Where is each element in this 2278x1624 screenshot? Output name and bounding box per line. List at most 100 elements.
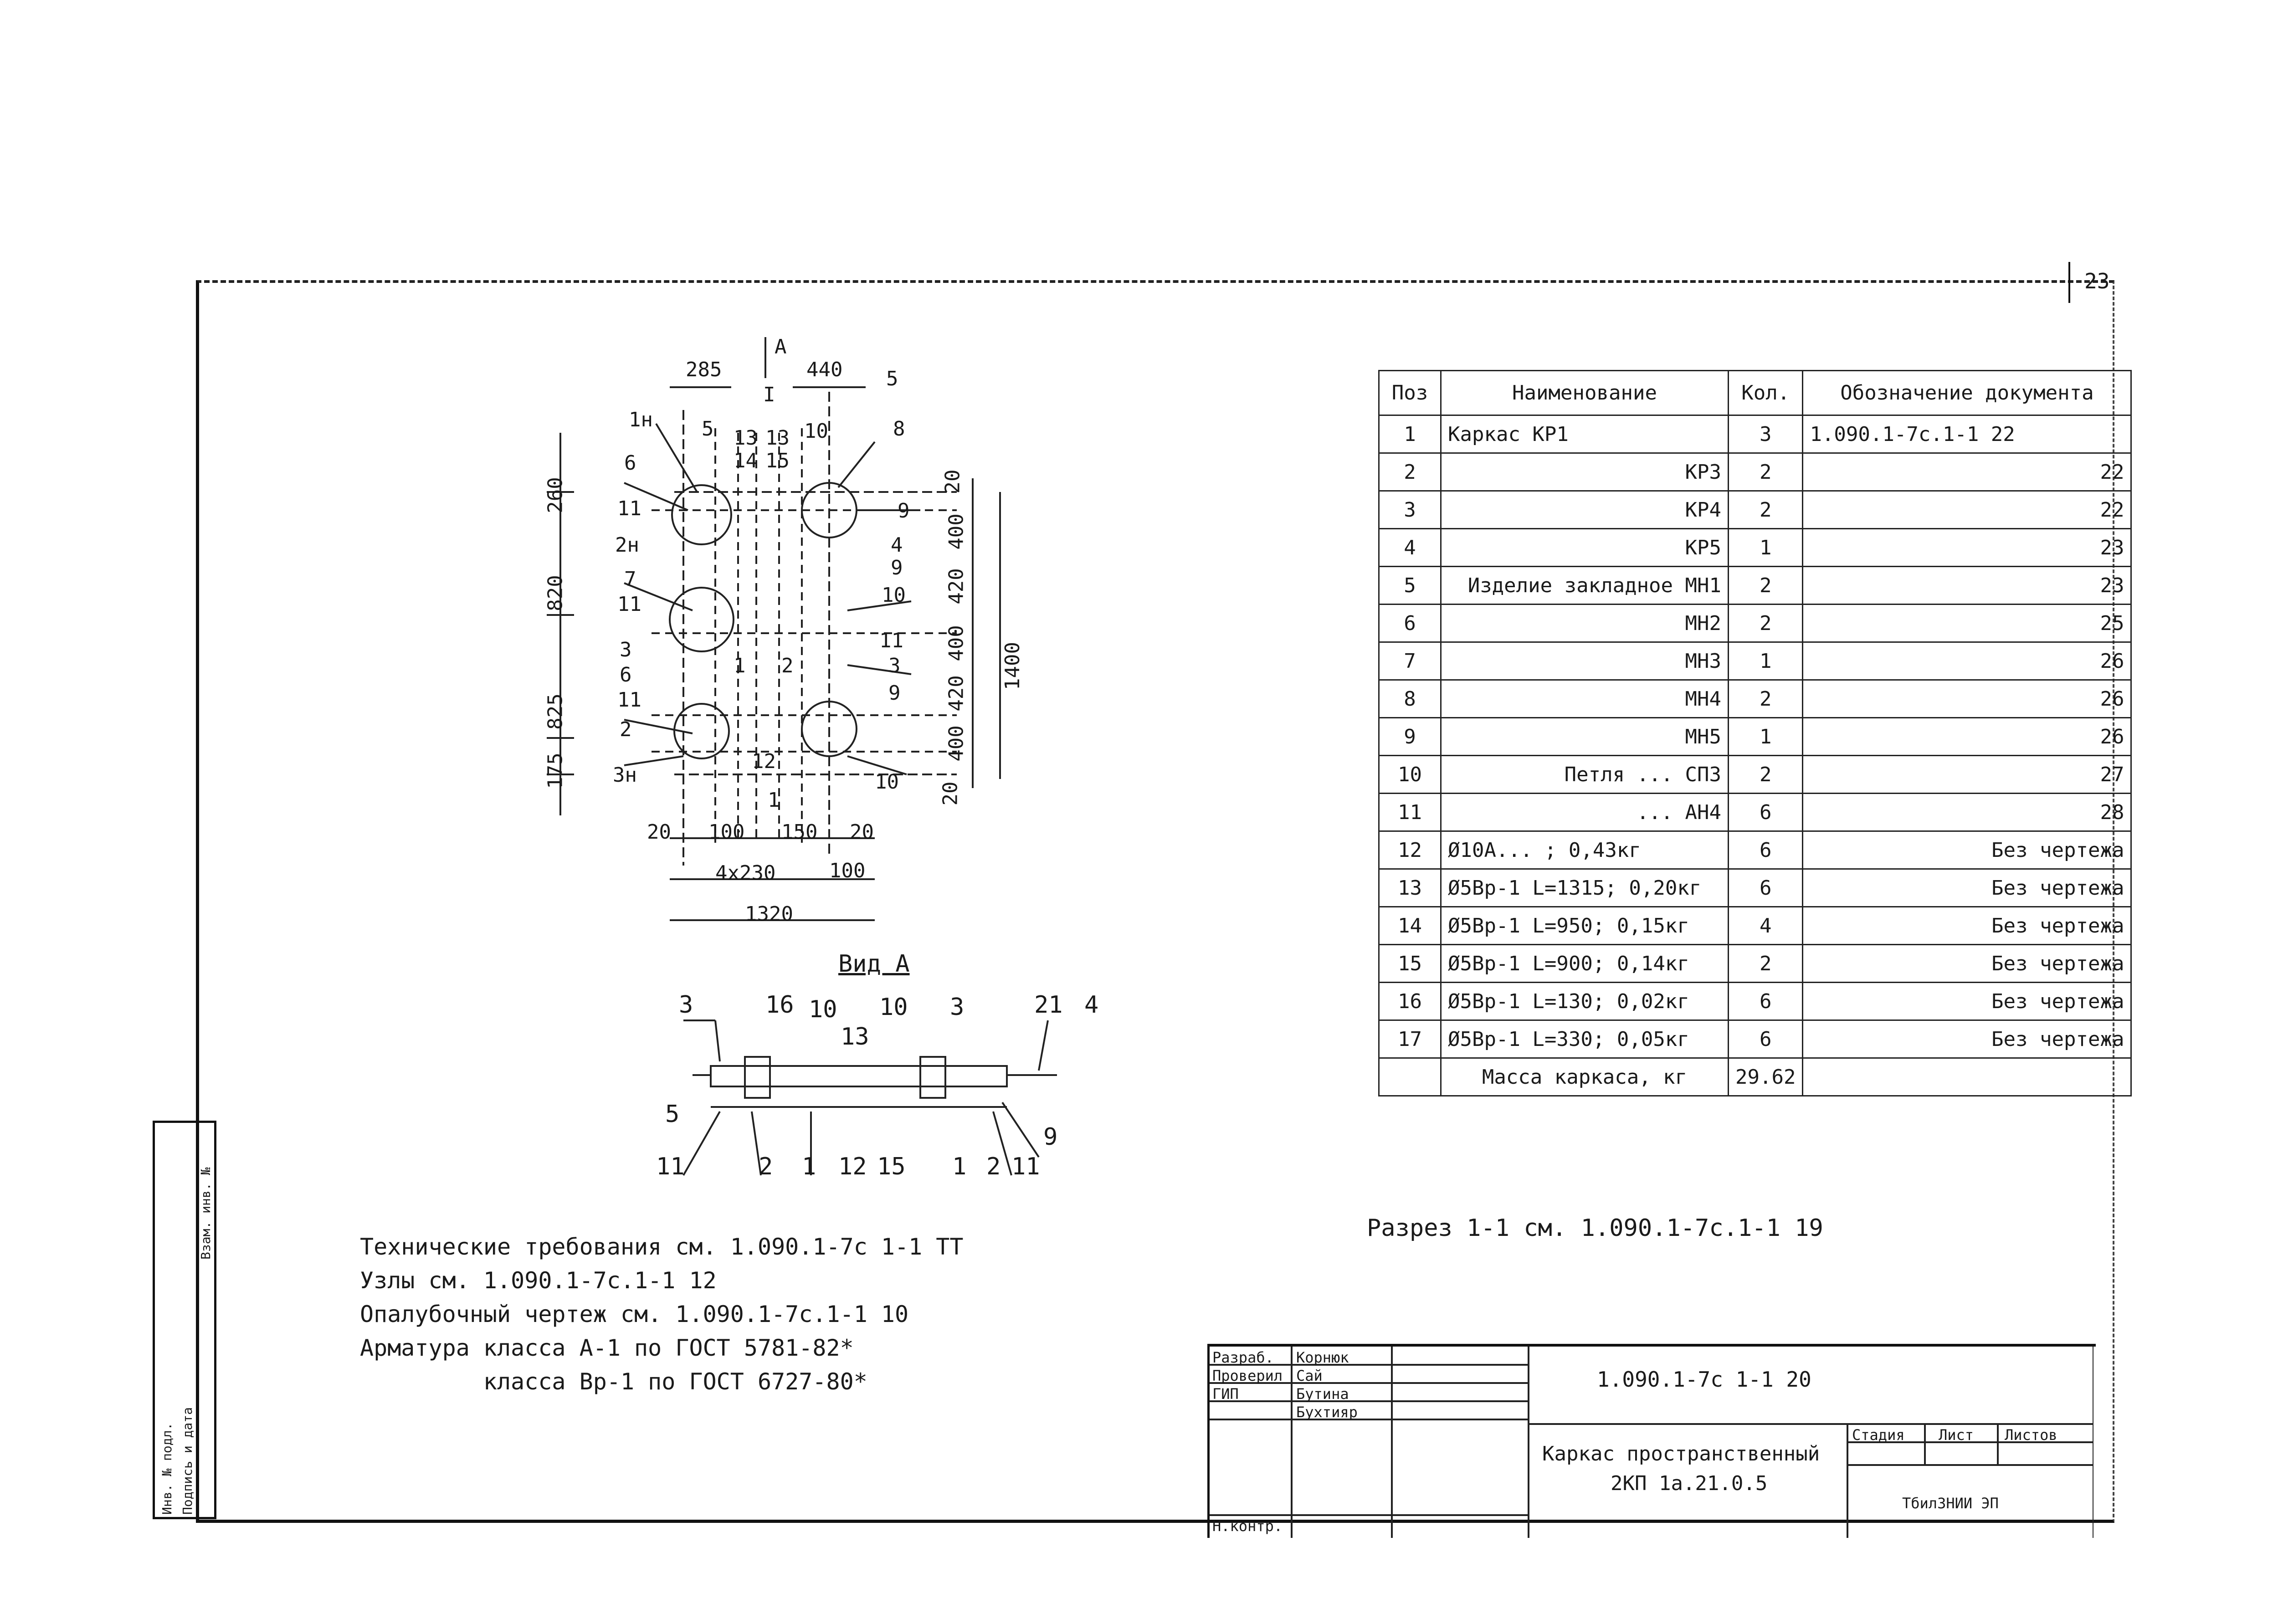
row-name: Петля ... СП3 — [1440, 755, 1729, 794]
row-doc: Без чертежа — [1802, 944, 2132, 983]
role-checker: Проверил — [1212, 1367, 1283, 1384]
row-pos: 2 — [1378, 452, 1442, 492]
row-qty: 1 — [1727, 641, 1804, 681]
view-callout-11b: 11 — [1011, 1153, 1040, 1180]
name-gip: Бутина — [1296, 1385, 1349, 1403]
row-doc: Без чертежа — [1802, 868, 2132, 907]
callout-3r: 3 — [888, 654, 901, 677]
row-qty: 2 — [1727, 944, 1804, 983]
callout-9b: 9 — [891, 556, 903, 579]
row-qty: 6 — [1727, 793, 1804, 832]
note-line: Арматура класса А-1 по ГОСТ 5781-82* — [360, 1335, 854, 1361]
callout-9c: 9 — [888, 681, 901, 705]
callout-11: 11 — [617, 497, 641, 520]
callout-9: 9 — [898, 499, 910, 523]
view-callout-13: 13 — [841, 1023, 869, 1050]
callout-5-top: 5 — [886, 367, 898, 390]
row-qty: 2 — [1727, 604, 1804, 643]
view-a-title: Вид А — [838, 950, 910, 978]
mark-a: A — [775, 335, 787, 359]
row-doc: 28 — [1802, 793, 2132, 832]
row-qty: 2 — [1727, 490, 1804, 529]
dim-825: 825 — [544, 693, 567, 730]
row-pos: 14 — [1378, 906, 1442, 945]
view-callout-1b: 1 — [952, 1153, 967, 1180]
view-callout-1a: 1 — [802, 1153, 816, 1180]
row-name: МН3 — [1440, 641, 1729, 681]
callout-2-inner: 2 — [781, 654, 794, 677]
row-doc: 26 — [1802, 641, 2132, 681]
view-callout-11a: 11 — [656, 1153, 685, 1180]
cut-mark-1: I — [763, 383, 775, 406]
side-label-replace: Взам. инв. № — [198, 1167, 213, 1260]
row-pos: 13 — [1378, 868, 1442, 907]
sheet-number-divider — [2068, 262, 2070, 303]
row-qty: 1 — [1727, 528, 1804, 567]
name-extra: Бухтияр — [1296, 1404, 1358, 1421]
header-qty: Кол. — [1727, 370, 1804, 416]
row-pos: 10 — [1378, 755, 1442, 794]
callout-1-inner: 1 — [734, 654, 746, 677]
row-name: Ø5Вр-1 L=130; 0,02кг — [1440, 982, 1729, 1021]
view-callout-10b: 10 — [879, 994, 908, 1021]
dim-820: 820 — [544, 575, 567, 611]
title-block: Разраб. Проверил ГИП Н.контр. Корнюк Сай… — [1207, 1344, 2096, 1538]
callout-5: 5 — [702, 417, 714, 441]
dim-right-400a: 400 — [944, 513, 968, 550]
row-name: КР5 — [1440, 528, 1729, 567]
view-callout-10a: 10 — [809, 996, 837, 1023]
view-callout-2b: 2 — [986, 1153, 1001, 1180]
row-name: Ø5Вр-1 L=900; 0,14кг — [1440, 944, 1729, 983]
row-pos: 9 — [1378, 717, 1442, 756]
dim-right-420a: 420 — [944, 568, 968, 605]
row-pos: 11 — [1378, 793, 1442, 832]
row-pos: 4 — [1378, 528, 1442, 567]
dim-285: 285 — [686, 358, 722, 381]
callout-15: 15 — [765, 449, 790, 472]
dim-100b: 100 — [829, 859, 866, 882]
row-name: ... АН4 — [1440, 793, 1729, 832]
view-callout-2a: 2 — [759, 1153, 773, 1180]
callout-14: 14 — [734, 449, 758, 472]
row-qty: 1 — [1727, 717, 1804, 756]
dim-175: 175 — [544, 753, 567, 789]
view-callout-9: 9 — [1043, 1123, 1058, 1151]
row-pos: 16 — [1378, 982, 1442, 1021]
name-developer: Корнюк — [1296, 1349, 1349, 1366]
view-callout-12: 12 — [838, 1153, 867, 1180]
dim-right-400c: 400 — [944, 725, 968, 762]
view-callout-16: 16 — [765, 991, 794, 1019]
view-callout-3a: 3 — [679, 991, 693, 1019]
callout-3: 3 — [620, 638, 632, 661]
document-code: 1.090.1-7с 1-1 20 — [1597, 1367, 1811, 1392]
dim-1320: 1320 — [745, 902, 793, 926]
dim-100a: 100 — [708, 820, 745, 844]
row-qty: 2 — [1727, 452, 1804, 492]
row-name: МН2 — [1440, 604, 1729, 643]
section-note: Разрез 1-1 см. 1.090.1-7с.1-1 19 — [1367, 1214, 1823, 1242]
specification-table: Поз Наименование Кол. Обозначение докуме… — [1378, 370, 2132, 1096]
callout-4: 4 — [891, 533, 903, 557]
row-doc: 1.090.1-7с.1-1 22 — [1802, 415, 2132, 454]
technical-notes: Технические требования см. 1.090.1-7с 1-… — [360, 1230, 964, 1399]
header-name: Наименование — [1440, 370, 1729, 416]
callout-10c: 10 — [875, 770, 899, 794]
row-pos: 6 — [1378, 604, 1442, 643]
row-qty: 6 — [1727, 982, 1804, 1021]
note-line: класса Вр-1 по ГОСТ 6727-80* — [360, 1368, 867, 1395]
drawing-title-1: Каркас пространственный — [1542, 1442, 1820, 1465]
row-name: Ø5Вр-1 L=1315; 0,20кг — [1440, 868, 1729, 907]
row-doc: 22 — [1802, 452, 2132, 492]
callout-2: 2 — [620, 718, 632, 741]
row-qty: 6 — [1727, 1019, 1804, 1059]
